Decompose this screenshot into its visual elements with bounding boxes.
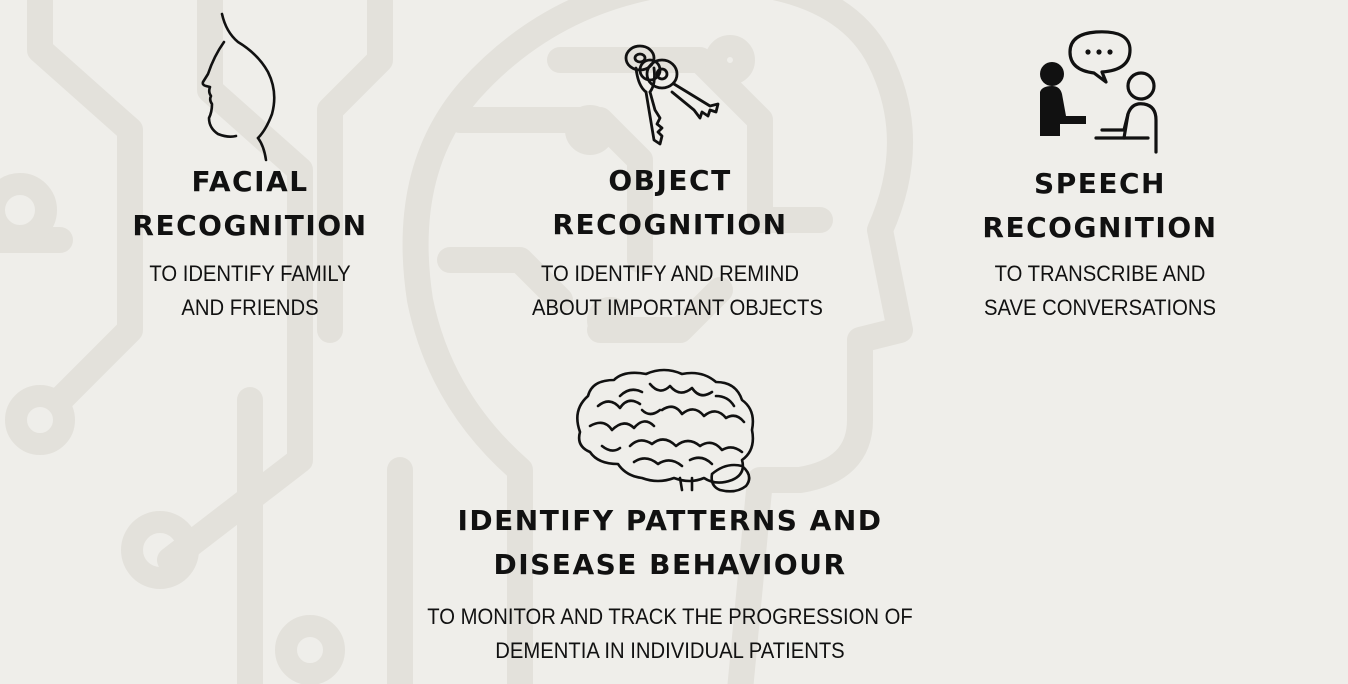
feature-title: OBJECT RECOGNITION [552,164,788,241]
feature-facial-recognition: FACIAL RECOGNITION TO IDENTIFY FAMILY AN… [100,0,400,340]
face-profile-icon [201,12,276,162]
feature-speech-recognition: SPEECH RECOGNITION TO TRANSCRIBE AND SAV… [950,0,1250,340]
feature-pattern-identification: IDENTIFY PATTERNS AND DISEASE BEHAVIOUR … [400,360,940,680]
feature-description: TO IDENTIFY AND REMIND ABOUT IMPORTANT O… [532,261,823,320]
feature-title: FACIAL RECOGNITION [132,165,368,242]
conversation-icon [1040,30,1158,154]
feature-title: IDENTIFY PATTERNS AND DISEASE BEHAVIOUR [457,504,883,581]
feature-title: SPEECH RECOGNITION [982,167,1218,244]
feature-description: TO IDENTIFY FAMILY AND FRIENDS [149,261,351,320]
keys-icon [624,44,720,146]
brain-icon [576,368,755,493]
feature-description: TO MONITOR AND TRACK THE PROGRESSION OF … [427,604,913,663]
feature-description: TO TRANSCRIBE AND SAVE CONVERSATIONS [983,261,1217,320]
feature-object-recognition: OBJECT RECOGNITION TO IDENTIFY AND REMIN… [520,0,823,340]
